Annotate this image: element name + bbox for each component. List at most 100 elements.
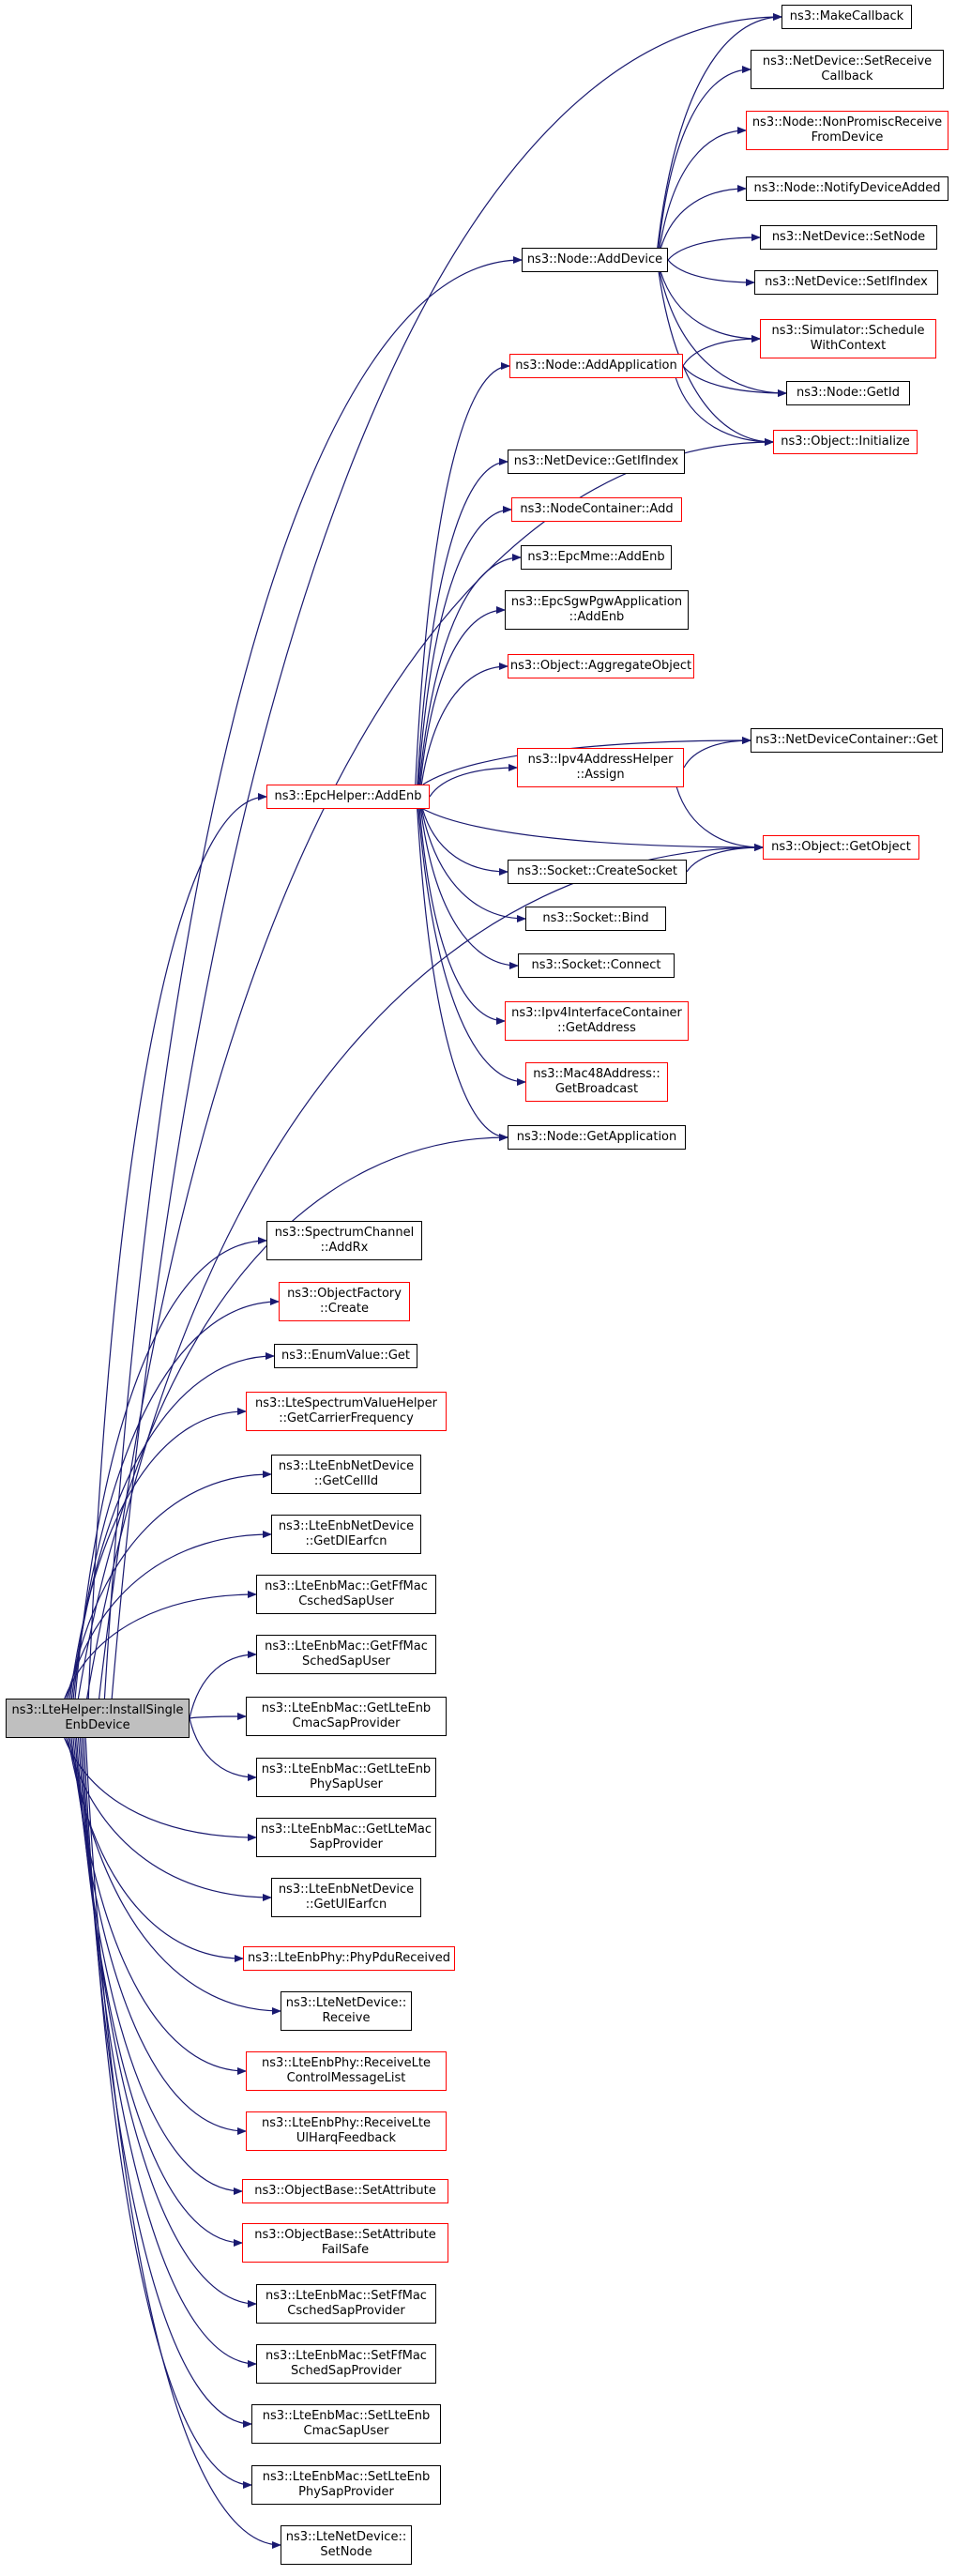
node-label-line: CmacSapUser [303, 2424, 389, 2438]
node-label-line: ns3::LteEnbPhy::PhyPduReceived [248, 1951, 450, 1965]
node-label-line: ns3::LteNetDevice:: [285, 1996, 407, 2010]
node-ltenetdevice-setnode[interactable]: ns3::LteNetDevice::SetNode [281, 2525, 412, 2565]
node-label-line: EnbDevice [65, 1718, 130, 1732]
node-epcmme-addenb[interactable]: ns3::EpcMme::AddEnb [521, 545, 672, 570]
node-label-line: ns3::Node::GetId [797, 386, 900, 400]
node-label-line: ns3::NetDevice::SetIfIndex [765, 275, 928, 289]
node-getcellid[interactable]: ns3::LteEnbNetDevice::GetCellId [271, 1455, 421, 1494]
node-setifindex[interactable]: ns3::NetDevice::SetIfIndex [754, 270, 938, 295]
node-label-line: ns3::Simulator::Schedule [771, 324, 925, 338]
node-getbroadcast[interactable]: ns3::Mac48Address::GetBroadcast [525, 1062, 668, 1102]
call-edge [83, 1737, 252, 2489]
node-adddevice[interactable]: ns3::Node::AddDevice [522, 248, 668, 272]
node-label-line: ns3::NetDevice::SetNode [771, 230, 926, 244]
call-edge [68, 1471, 272, 1700]
node-label-line: ns3::EnumValue::Get [281, 1349, 411, 1363]
node-label-line: ns3::LteSpectrumValueHelper [254, 1396, 438, 1410]
node-getobject[interactable]: ns3::Object::GetObject [763, 835, 919, 860]
call-edge [189, 1713, 247, 1721]
node-label-line: ns3::NetDeviceContainer::Get [755, 733, 938, 747]
call-edge [64, 1737, 257, 1841]
node-initialize[interactable]: ns3::Object::Initialize [773, 430, 918, 454]
node-label-line: ns3::Mac48Address:: [533, 1067, 660, 1081]
call-edge [657, 13, 782, 249]
node-label-line: FailSafe [321, 2243, 370, 2257]
node-createsocket[interactable]: ns3::Socket::CreateSocket [508, 860, 687, 884]
node-getcarrierfreq[interactable]: ns3::LteSpectrumValueHelper::GetCarrierF… [246, 1392, 447, 1431]
call-edge [64, 1591, 257, 1700]
call-edge [422, 808, 764, 851]
node-objectfactory-create[interactable]: ns3::ObjectFactory::Create [279, 1282, 410, 1321]
node-label-line: ns3::EpcSgwPgwApplication [510, 595, 683, 609]
node-label-line: ns3::Object::GetObject [771, 840, 911, 854]
call-edge [79, 1737, 257, 2368]
node-label-line: ns3::Socket::Bind [542, 911, 649, 925]
node-phypdureceived[interactable]: ns3::LteEnbPhy::PhyPduReceived [243, 1946, 455, 1971]
node-label-line: ns3::ObjectFactory [287, 1287, 402, 1301]
call-edge [417, 506, 512, 785]
call-edge [658, 66, 751, 249]
call-edge [420, 808, 526, 922]
node-getulearfcn[interactable]: ns3::LteEnbNetDevice::GetUlEarfcn [271, 1878, 421, 1917]
node-getaddress[interactable]: ns3::Ipv4InterfaceContainer::GetAddress [505, 1001, 689, 1041]
call-edge [74, 1237, 267, 1700]
node-getapplication[interactable]: ns3::Node::GetApplication [508, 1125, 686, 1150]
node-netdevice-setnode[interactable]: ns3::NetDevice::SetNode [760, 225, 937, 250]
call-edge [659, 271, 787, 397]
call-edge [75, 1737, 243, 2247]
node-addrx[interactable]: ns3::SpectrumChannel::AddRx [266, 1221, 422, 1260]
node-label-line: ns3::Object::Initialize [781, 434, 910, 449]
node-label-line: ::Assign [576, 768, 625, 782]
node-label-line: ns3::EpcHelper::AddEnb [274, 789, 422, 803]
call-edge [67, 1737, 244, 1962]
call-edge [667, 259, 755, 286]
node-getifindex[interactable]: ns3::NetDevice::GetIfIndex [508, 450, 685, 474]
node-label-line: ns3::ObjectBase::SetAttribute [254, 2184, 436, 2198]
node-label-line: ns3::Socket::Connect [531, 958, 661, 972]
node-connect[interactable]: ns3::Socket::Connect [518, 953, 675, 978]
node-label-line: ns3::LteEnbNetDevice [278, 1519, 415, 1533]
node-label-line: ns3::LteEnbMac::SetLteEnb [262, 2470, 431, 2484]
call-edge [682, 365, 787, 397]
node-sgwpgw-addenb[interactable]: ns3::EpcSgwPgwApplication::AddEnb [505, 590, 689, 630]
node-label-line: SchedSapUser [302, 1654, 390, 1669]
node-bind[interactable]: ns3::Socket::Bind [525, 907, 666, 931]
node-setattribute[interactable]: ns3::ObjectBase::SetAttribute [242, 2179, 448, 2203]
node-label-line: ns3::Node::NonPromiscReceive [751, 115, 943, 130]
node-notifydeviceadded[interactable]: ns3::Node::NotifyDeviceAdded [746, 176, 948, 201]
node-epchelper-addenb[interactable]: ns3::EpcHelper::AddEnb [266, 785, 430, 809]
node-addapplication[interactable]: ns3::Node::AddApplication [509, 354, 683, 378]
node-ipv4assign[interactable]: ns3::Ipv4AddressHelper::Assign [517, 748, 684, 787]
node-enumvalue-get[interactable]: ns3::EnumValue::Get [274, 1344, 417, 1368]
node-getid[interactable]: ns3::Node::GetId [786, 381, 910, 405]
node-label-line: ns3::LteEnbMac::GetLteEnb [261, 1762, 432, 1776]
node-ltenetdevice-receive[interactable]: ns3::LteNetDevice::Receive [281, 1991, 412, 2031]
node-getdlearfcn[interactable]: ns3::LteEnbNetDevice::GetDlEarfcn [271, 1515, 421, 1554]
node-netdevicecontainer-get[interactable]: ns3::NetDeviceContainer::Get [751, 728, 943, 753]
call-edge [675, 786, 764, 851]
node-makecallback[interactable]: ns3::MakeCallback [781, 5, 912, 29]
node-nodecontainer-add[interactable]: ns3::NodeContainer::Add [511, 497, 682, 522]
node-aggregateobject[interactable]: ns3::Object::AggregateObject [508, 654, 694, 678]
call-edge [417, 808, 508, 1141]
node-label-line: ns3::LteEnbNetDevice [278, 1882, 415, 1897]
call-edge [415, 362, 510, 785]
node-label-line: ns3::LteNetDevice:: [285, 2530, 407, 2544]
